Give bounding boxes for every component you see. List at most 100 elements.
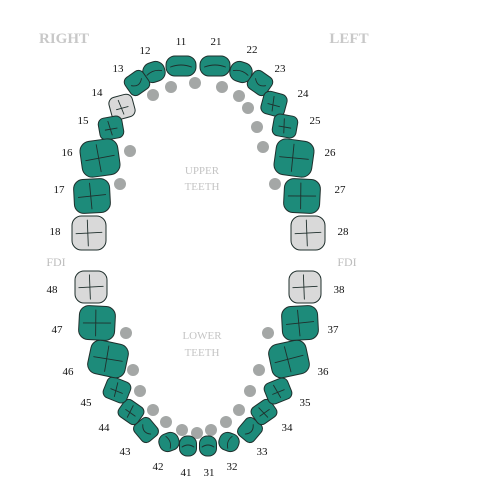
upper-teeth-label-line2: TEETH: [185, 181, 220, 193]
lower-teeth-label: LOWER: [182, 330, 222, 342]
tooth-number-38: 38: [334, 284, 346, 296]
gum-dot: [127, 364, 139, 376]
tooth-46-groove: [93, 345, 123, 372]
tooth-number-22: 22: [247, 44, 258, 56]
gum-dot: [176, 424, 188, 436]
gum-dot: [191, 427, 203, 439]
fdi-label-left: FDI: [337, 255, 356, 269]
tooth-36-groove: [274, 346, 304, 373]
tooth-number-21: 21: [211, 36, 222, 48]
fdi-label-right: FDI: [46, 255, 65, 269]
tooth-28-groove: [294, 219, 322, 247]
tooth-41[interactable]: [179, 435, 197, 457]
tooth-22[interactable]: [227, 59, 254, 85]
tooth-41-groove: [181, 444, 195, 448]
tooth-36[interactable]: [267, 338, 311, 379]
gum-dot: [216, 81, 228, 93]
gum-dot: [147, 89, 159, 101]
tooth-number-42: 42: [153, 461, 164, 473]
tooth-number-35: 35: [300, 397, 312, 409]
tooth-number-25: 25: [310, 115, 322, 127]
tooth-38-groove: [292, 274, 318, 300]
tooth-24-groove: [267, 95, 280, 112]
tooth-16[interactable]: [79, 138, 122, 179]
tooth-number-18: 18: [50, 226, 62, 238]
gum-dot: [233, 404, 245, 416]
gum-dot: [114, 178, 126, 190]
tooth-37-groove: [285, 309, 315, 337]
tooth-number-37: 37: [328, 324, 340, 336]
tooth-22-groove: [232, 69, 249, 76]
gum-dot: [120, 327, 132, 339]
tooth-48[interactable]: [74, 270, 108, 304]
tooth-21[interactable]: [199, 55, 231, 77]
gum-dot: [251, 121, 263, 133]
tooth-16-groove: [85, 144, 115, 173]
tooth-47-groove: [82, 309, 112, 337]
upper-teeth-label: UPPER: [185, 165, 220, 177]
tooth-17[interactable]: [73, 178, 111, 214]
tooth-23[interactable]: [245, 68, 275, 98]
left-side-label: LEFT: [329, 31, 368, 47]
tooth-number-24: 24: [298, 88, 310, 100]
tooth-21-crown: [199, 55, 231, 77]
tooth-42[interactable]: [157, 430, 182, 454]
tooth-number-32: 32: [227, 461, 238, 473]
tooth-25[interactable]: [271, 113, 299, 139]
tooth-44[interactable]: [116, 397, 146, 427]
tooth-13[interactable]: [122, 68, 152, 98]
tooth-46[interactable]: [86, 338, 130, 379]
gum-dot: [244, 385, 256, 397]
gum-dot: [124, 145, 136, 157]
tooth-27-groove: [287, 182, 317, 210]
gum-dot: [147, 404, 159, 416]
tooth-33-groove: [244, 424, 254, 435]
tooth-47[interactable]: [78, 305, 116, 341]
tooth-number-27: 27: [335, 184, 347, 196]
tooth-11-crown: [165, 55, 197, 77]
tooth-32-groove: [227, 435, 233, 449]
tooth-24[interactable]: [259, 90, 288, 118]
tooth-number-36: 36: [318, 366, 330, 378]
tooth-11[interactable]: [165, 55, 197, 77]
tooth-number-31: 31: [204, 467, 215, 479]
tooth-26[interactable]: [273, 138, 316, 179]
tooth-18-groove: [75, 219, 103, 247]
gum-dot: [160, 416, 172, 428]
tooth-number-43: 43: [120, 446, 132, 458]
gum-dot: [257, 141, 269, 153]
tooth-32[interactable]: [217, 430, 242, 454]
tooth-13-crown: [123, 69, 151, 97]
tooth-41-crown: [179, 435, 197, 457]
tooth-21-groove: [204, 64, 226, 68]
tooth-24-crown: [260, 90, 288, 118]
tooth-45[interactable]: [101, 375, 132, 405]
tooth-35-crown: [263, 377, 293, 405]
tooth-15[interactable]: [97, 115, 125, 141]
tooth-43-groove: [142, 424, 152, 435]
right-side-label: RIGHT: [39, 31, 89, 47]
tooth-37[interactable]: [281, 305, 319, 341]
tooth-25-crown: [271, 113, 299, 139]
tooth-number-13: 13: [113, 63, 125, 75]
tooth-38[interactable]: [288, 270, 322, 304]
tooth-42-groove: [165, 435, 171, 449]
tooth-number-41: 41: [181, 467, 192, 479]
tooth-18[interactable]: [71, 215, 107, 251]
tooth-34[interactable]: [249, 397, 279, 427]
tooth-31-groove: [201, 444, 215, 448]
tooth-31[interactable]: [199, 435, 217, 457]
tooth-15-groove: [104, 120, 118, 136]
tooth-35[interactable]: [262, 376, 293, 406]
tooth-23-groove: [255, 78, 267, 87]
tooth-14[interactable]: [107, 93, 136, 121]
tooth-number-11: 11: [176, 36, 187, 48]
tooth-33[interactable]: [235, 415, 264, 445]
tooth-number-15: 15: [78, 115, 90, 127]
tooth-27[interactable]: [283, 178, 321, 214]
tooth-number-28: 28: [338, 226, 350, 238]
tooth-number-16: 16: [62, 147, 74, 159]
tooth-number-44: 44: [99, 422, 111, 434]
tooth-28[interactable]: [290, 215, 326, 251]
tooth-number-33: 33: [257, 446, 269, 458]
